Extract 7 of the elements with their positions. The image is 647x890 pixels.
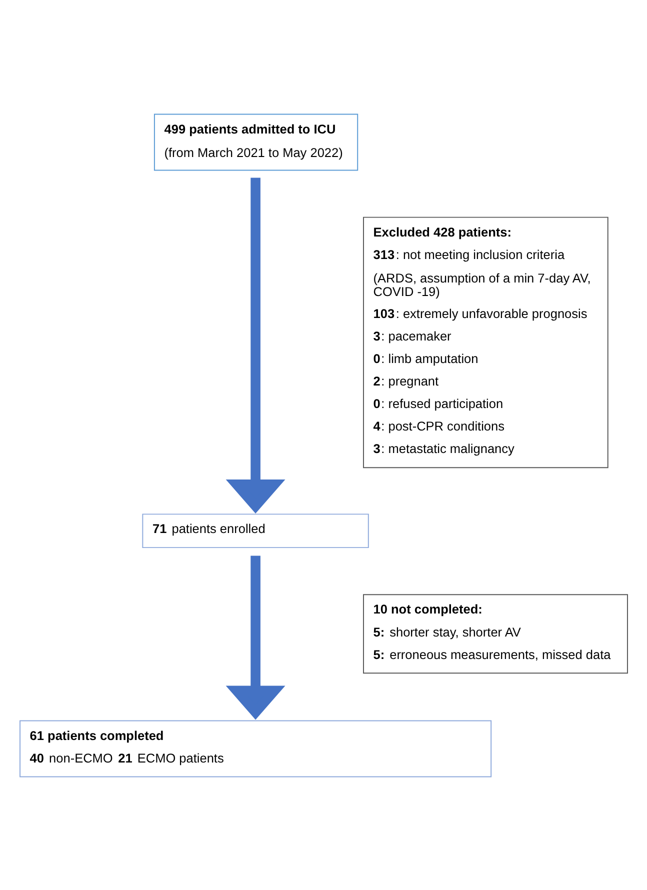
node-box: 61 patients completed 40 non-ECMO 21 ECMO patients	[20, 720, 492, 778]
node-box: 10 not completed: 5: shorter stay, shorter AV 5: erroneous measurements, missed data	[363, 594, 628, 674]
node-box: Excluded 428 patients: 313: not meeting inclusion criteria (ARDS, assumption of a min 7-day AV, COVID -19) 103: extremely unfavorable prognosis 3: pacemaker 0: limb amputation 2: pregnant 0: refused participation 4: post-CPR conditions 3: metastatic malignancy	[363, 216, 608, 468]
node-box: 499 patients admitted to ICU (from March 2021 to May 2022)	[154, 114, 358, 171]
node-box: 71 patients enrolled	[142, 514, 369, 548]
arrow	[226, 556, 286, 720]
arrow	[226, 178, 286, 514]
